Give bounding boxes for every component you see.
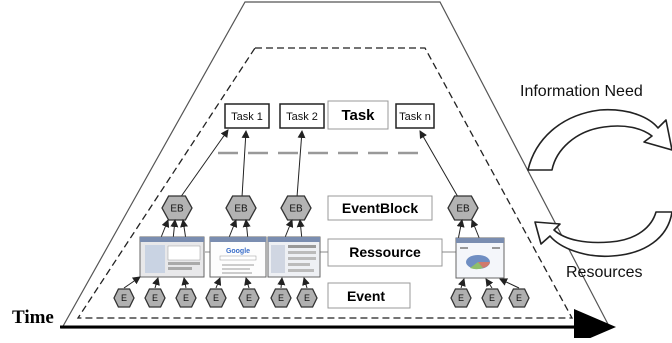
event-hexagon-shape	[238, 288, 260, 308]
eventblock-hexagon-label: EB	[456, 204, 470, 215]
task-box-n: Task n	[395, 103, 435, 129]
layer-label-task: Task	[327, 100, 389, 130]
event-hexagon-label: E	[516, 293, 522, 303]
event-hexagon: E	[175, 288, 197, 308]
event-hexagon: E	[508, 288, 530, 308]
cycle-label-information-need: Information Need	[520, 83, 643, 100]
task-box-1: Task 1	[224, 103, 270, 129]
event-hexagon-shape	[296, 288, 318, 308]
screenshot-thumbnail-3	[267, 236, 321, 278]
event-hexagon: E	[205, 288, 227, 308]
event-hexagon: E	[450, 288, 472, 308]
arrow-eb-to-task	[241, 130, 250, 198]
cycle-label-resources: Resources	[566, 264, 642, 281]
eventblock-row: EB EB EB EB	[161, 195, 479, 221]
event-hexagon-shape	[450, 288, 472, 308]
event-hexagon-shape	[205, 288, 227, 308]
event-hexagon-label: E	[152, 293, 158, 303]
eventblock-hexagon: EB	[447, 195, 479, 221]
event-hexagon-shape	[270, 288, 292, 308]
arrow-eb-to-task	[179, 129, 229, 199]
inner-dashed-frame	[76, 47, 574, 319]
screenshot-thumbnail-chart	[455, 237, 505, 279]
cycle-arrow-bottom	[534, 211, 672, 258]
layer-label-eventblock: EventBlock	[327, 195, 433, 221]
arrow-eb-to-task	[296, 130, 306, 198]
layer-label-resource: Ressource	[327, 238, 443, 267]
event-hexagon: E	[113, 288, 135, 308]
layer-label-event: Event	[327, 282, 411, 309]
event-hexagon-label: E	[121, 293, 127, 303]
event-hexagon-label: E	[183, 293, 189, 303]
task-box-label: Task 1	[231, 111, 263, 123]
event-hexagon-shape	[113, 288, 135, 308]
layer-label-text: Task	[341, 107, 375, 124]
layer-label-text: EventBlock	[342, 200, 418, 216]
event-hexagon-label: E	[304, 293, 310, 303]
event-hexagon: E	[270, 288, 292, 308]
event-hexagon: E	[481, 288, 503, 308]
layer-label-text: Ressource	[349, 244, 421, 260]
event-hexagon-label: E	[278, 293, 284, 303]
eventblock-hexagon: EB	[161, 195, 193, 221]
cycle-arrow-top	[527, 108, 672, 171]
task-box-label: Task 2	[286, 111, 318, 123]
eventblock-hexagon: EB	[225, 195, 257, 221]
event-hexagon-label: E	[213, 293, 219, 303]
time-label: Time	[12, 307, 54, 328]
task-box-label: Task n	[399, 111, 431, 123]
event-hexagon: E	[296, 288, 318, 308]
arrow-eb-to-task	[419, 130, 459, 198]
event-hexagon-label: E	[458, 293, 464, 303]
screenshot-thumbnail-google-search: Google	[209, 236, 267, 278]
event-hexagon-shape	[144, 288, 166, 308]
eventblock-hexagon: EB	[280, 195, 312, 221]
svg-text:Google: Google	[226, 248, 250, 255]
eventblock-hexagon-label: EB	[289, 204, 303, 215]
event-hexagon-shape	[508, 288, 530, 308]
task-box-2: Task 2	[279, 103, 325, 129]
event-hexagon-shape	[481, 288, 503, 308]
event-hexagon-label: E	[246, 293, 252, 303]
screenshot-thumbnail-1	[139, 236, 205, 278]
eventblock-hexagon-label: EB	[234, 204, 248, 215]
event-hexagon-shape	[175, 288, 197, 308]
event-hexagon-label: E	[489, 293, 495, 303]
eventblock-hexagon-label: EB	[170, 204, 184, 215]
layer-label-text: Event	[347, 288, 385, 304]
funnel-outline	[60, 1, 611, 329]
event-hexagon: E	[238, 288, 260, 308]
event-hexagon: E	[144, 288, 166, 308]
event-to-resource-arrows	[123, 276, 520, 289]
